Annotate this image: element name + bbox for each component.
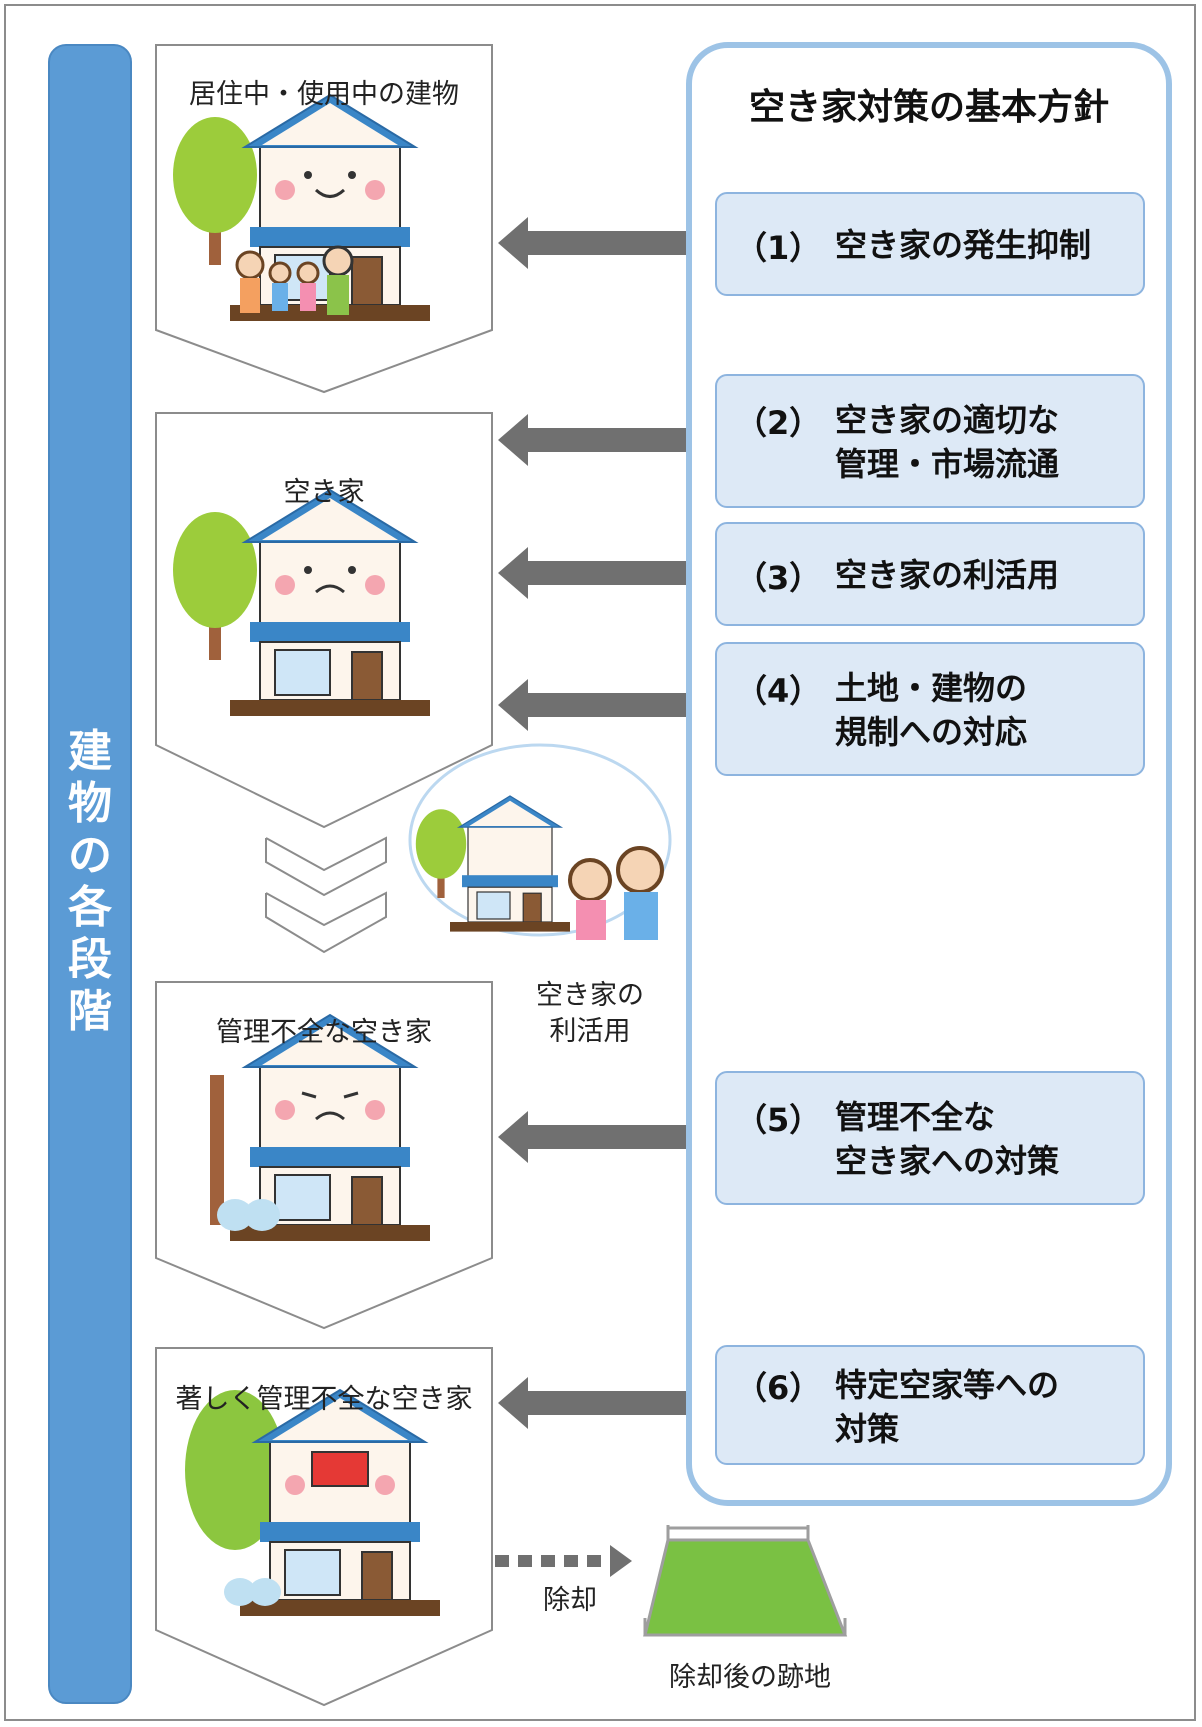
down-chevron-1 — [265, 836, 387, 897]
arrow-policy-5 — [498, 1111, 708, 1163]
arrow-policy-4 — [498, 679, 708, 731]
policy-item-text: 空き家の利活用 — [835, 556, 1060, 594]
utilization-caption: 空き家の 利活用 — [536, 980, 644, 1047]
demolition-label: 除却 — [543, 1585, 597, 1616]
policy-item-number: （6） — [735, 1369, 822, 1407]
house-happy-icon — [173, 94, 431, 322]
policy-item-5: （5） 管理不全な 空き家への対策 — [715, 1071, 1145, 1205]
house-ruined-icon — [185, 1389, 441, 1617]
house-sad-icon — [173, 489, 431, 717]
vacant-lot-caption: 除却後の跡地 — [669, 1662, 831, 1693]
arrow-policy-3 — [498, 547, 708, 599]
policy-item-text: 土地・建物の 規制への対応 — [835, 669, 1028, 751]
vacant-lot-icon — [643, 1525, 848, 1637]
policy-item-2: （2） 空き家の適切な 管理・市場流通 — [715, 374, 1145, 508]
arrow-policy-6 — [498, 1377, 708, 1429]
policy-item-4: （4） 土地・建物の 規制への対応 — [715, 642, 1145, 776]
policy-title: 空き家対策の基本方針 — [748, 87, 1109, 128]
policy-item-number: （1） — [735, 229, 822, 267]
policy-item-text: 空き家の適切な 管理・市場流通 — [835, 401, 1060, 483]
stage-label-occupied: 居住中・使用中の建物 — [189, 79, 459, 110]
diagram-frame — [4, 4, 1196, 1721]
family-icon — [235, 245, 354, 315]
building-stages-bar: 建物の各段階 — [48, 44, 132, 1704]
policy-item-number: （5） — [735, 1101, 822, 1139]
building-stages-label: 建物の各段階 — [68, 726, 112, 1037]
policy-item-text: 管理不全な 空き家への対策 — [835, 1098, 1060, 1180]
policy-item-3: （3） 空き家の利活用 — [715, 522, 1145, 626]
couple-with-baby-icon — [408, 743, 672, 940]
policy-item-text: 空き家の発生抑制 — [835, 226, 1092, 264]
stage-label-vacant: 空き家 — [283, 477, 365, 508]
arrow-policy-2 — [498, 414, 708, 466]
policy-item-text: 特定空家等への 対策 — [835, 1366, 1060, 1448]
house-damaged-icon — [210, 1014, 431, 1242]
arrow-policy-1 — [498, 217, 708, 269]
demolition-arrow — [495, 1545, 632, 1577]
policy-item-1: （1） 空き家の発生抑制 — [715, 192, 1145, 296]
stage-label-severely-managed: 著しく管理不全な空き家 — [175, 1384, 473, 1415]
down-chevron-2 — [265, 891, 387, 954]
policy-item-number: （3） — [735, 559, 822, 597]
stage-label-poorly-managed: 管理不全な空き家 — [216, 1017, 432, 1048]
policy-item-number: （4） — [735, 672, 822, 710]
policy-item-6: （6） 特定空家等への 対策 — [715, 1345, 1145, 1465]
policy-item-number: （2） — [735, 404, 822, 442]
